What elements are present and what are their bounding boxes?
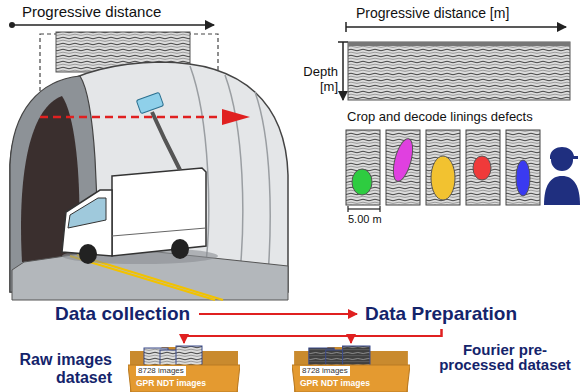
distance-axis-left — [9, 22, 214, 28]
folder-title: GPR NDT images — [136, 378, 206, 388]
step-title: Data Preparation — [365, 303, 517, 325]
step-title: Data collection — [55, 303, 190, 325]
scale-bar-part — [348, 208, 380, 209]
folder-shape-part — [292, 365, 410, 392]
step-heading: Data Preparation — [361, 301, 522, 327]
defect-crops-part — [466, 130, 500, 205]
image-count: 8728 images — [300, 366, 350, 376]
distance-axis-left-part — [12, 24, 214, 26]
survey-van-part — [136, 92, 163, 113]
dataset-folder: 8728 imagesGPR NDT imagesRaw images data… — [128, 345, 240, 392]
flow-arrow — [351, 329, 442, 343]
tunnel — [10, 62, 288, 300]
distance-axis-right — [346, 22, 566, 32]
image-count: 8728 images — [136, 366, 186, 376]
flow-arrow — [184, 329, 442, 343]
distance-axis-right-part — [346, 26, 566, 28]
scale-bar-part — [347, 206, 348, 212]
tunnel-part — [225, 75, 243, 272]
folder-shape-part — [128, 365, 240, 392]
scan-path-arrow-part — [222, 109, 250, 125]
step-heading: Data collection — [51, 301, 195, 327]
defect-crops-part — [473, 156, 491, 180]
dataset-folder: 8728 imagesGPR NDT imagesFourier pre-pro… — [292, 345, 410, 392]
operator-icon-part — [550, 147, 578, 159]
scan-path-arrow — [40, 109, 250, 125]
survey-van-part — [79, 244, 97, 264]
depth-axis — [338, 42, 348, 100]
defect-crops-part — [390, 137, 417, 184]
defect-crops-part — [426, 130, 460, 205]
depth-axis-part — [342, 42, 344, 100]
defect-crops-part — [386, 130, 420, 205]
axis-label: Progressive distance — [22, 3, 161, 20]
defect-crops-part — [346, 130, 380, 205]
defect-crops-part — [352, 169, 372, 195]
operator-icon — [544, 147, 580, 205]
tunnel-part — [255, 92, 270, 275]
radargram-surface — [348, 42, 570, 46]
dataset-name: Fourier pre-processed dataset — [432, 342, 578, 372]
scale-bar-part — [379, 206, 380, 212]
scale-bar — [348, 206, 380, 212]
radargram-strip — [348, 42, 570, 100]
defect-crops-part — [431, 156, 455, 200]
flow-arrow — [199, 313, 357, 315]
defect-crops — [346, 130, 540, 205]
survey-van-part — [68, 198, 106, 228]
step-note: Crop and decode linings defects — [347, 109, 533, 124]
survey-van-part — [152, 112, 180, 170]
survey-van-part — [112, 168, 206, 256]
operator-icon-part — [544, 176, 580, 205]
scan-path-arrow-part — [40, 116, 222, 119]
scale-label: 5.00 m — [348, 213, 382, 225]
folder-title: GPR NDT images — [300, 378, 370, 388]
dataset-name: Raw images dataset — [12, 351, 112, 387]
defect-crops-part — [516, 160, 530, 196]
survey-van-part — [171, 239, 189, 259]
tunnel-part — [12, 248, 288, 300]
axis-label: Depth [m] — [292, 64, 338, 94]
defect-crops-part — [506, 130, 540, 205]
survey-van-part — [112, 228, 206, 236]
axis-label: Progressive distance [m] — [356, 5, 509, 21]
